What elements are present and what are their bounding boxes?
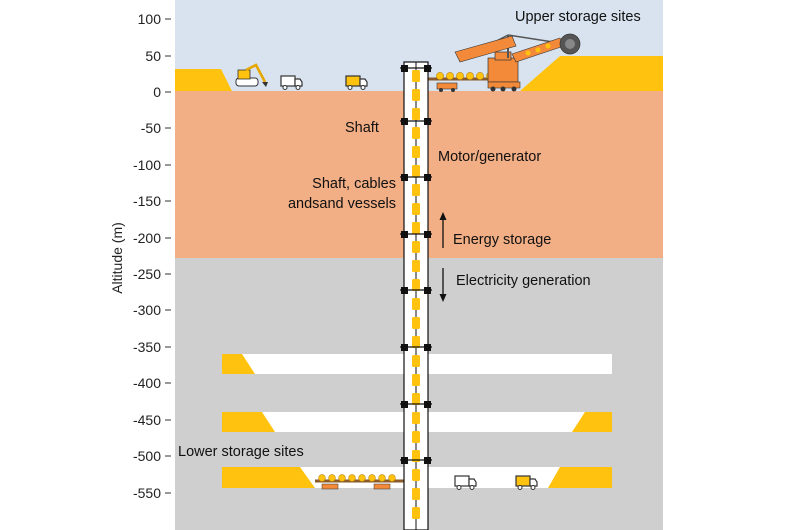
sand-vessel	[412, 241, 420, 253]
label-shaft: Shaft	[345, 120, 379, 136]
axis-title: Altitude (m)	[109, 222, 125, 294]
sand-vessel	[412, 355, 420, 367]
gallery-400-sand	[222, 354, 255, 374]
sand-vessel	[412, 184, 420, 196]
gallery-550-sand-left	[222, 467, 315, 488]
shaft	[400, 61, 432, 530]
sand-vessel	[412, 127, 420, 139]
sand-vessel	[412, 298, 420, 310]
motor-generator-unit	[400, 231, 432, 238]
sand-vessel	[412, 450, 420, 462]
sand-vessel	[412, 336, 420, 348]
label-cables-line1: Shaft, cables	[312, 176, 396, 192]
gallery-450-sand-right	[572, 412, 612, 432]
label-lower-storage-sites: Lower storage sites	[178, 444, 304, 460]
sand-vessel	[412, 260, 420, 272]
motor-generator-unit	[400, 344, 432, 351]
tick-label: -250	[133, 266, 161, 282]
sand-vessel	[412, 431, 420, 443]
sand-vessel	[412, 203, 420, 215]
tick-label: 50	[145, 48, 161, 64]
sand-vessel	[412, 393, 420, 405]
tick-label: 100	[138, 11, 162, 27]
truck-icon	[345, 75, 368, 90]
sand-vessel	[412, 70, 420, 82]
motor-generators	[400, 65, 432, 464]
sand-vessel	[412, 146, 420, 158]
sand-vessels	[412, 70, 420, 519]
label-upper-storage-sites: Upper storage sites	[515, 9, 641, 25]
label-motor-generator: Motor/generator	[438, 149, 541, 165]
tick-label: -200	[133, 230, 161, 246]
motor-generator-unit	[400, 457, 432, 464]
lower-conveyor	[315, 474, 412, 490]
tick-label: -500	[133, 448, 161, 464]
sand-vessel	[412, 165, 420, 177]
truck-icon	[280, 75, 303, 90]
sand-vessel	[412, 488, 420, 500]
truck-icon	[515, 475, 538, 490]
tick-label: -350	[133, 339, 161, 355]
surface-sand-pile-right	[520, 56, 663, 91]
motor-generator-unit	[400, 65, 432, 72]
gallery-450-sand-left	[222, 412, 275, 432]
label-electricity-generation: Electricity generation	[456, 273, 591, 289]
sand-vessel	[412, 108, 420, 120]
bucket-wheel-excavator-icon	[454, 33, 581, 92]
tick-label: -550	[133, 485, 161, 501]
tick-label: -150	[133, 193, 161, 209]
arrow-up-icon	[439, 212, 447, 248]
motor-generator-unit	[400, 118, 432, 125]
motor-generator-unit	[400, 401, 432, 408]
tick-label: 0	[153, 84, 161, 100]
tick-label: -50	[141, 120, 161, 136]
motor-generator-unit	[400, 174, 432, 181]
tick-label: -450	[133, 412, 161, 428]
truck-icon	[454, 475, 477, 490]
sand-vessel	[412, 222, 420, 234]
gallery-550-sand-right	[548, 467, 612, 488]
surface-sand-pile-left	[175, 69, 232, 91]
label-cables-line2: andsand vessels	[288, 196, 396, 212]
sand-vessel	[412, 507, 420, 519]
sand-vessel	[412, 279, 420, 291]
sand-vessel	[412, 469, 420, 481]
altitude-axis: 100 50 0 -50 -100 -150 -200 -250 -300 -3…	[133, 11, 171, 501]
arrow-down-icon	[439, 268, 447, 302]
sand-vessel	[412, 317, 420, 329]
sand-vessel	[412, 412, 420, 424]
sand-vessel	[412, 89, 420, 101]
tick-label: -100	[133, 157, 161, 173]
tick-label: -400	[133, 375, 161, 391]
label-energy-storage: Energy storage	[453, 232, 551, 248]
motor-generator-unit	[400, 287, 432, 294]
excavator-icon	[235, 63, 268, 87]
sand-vessel	[412, 374, 420, 386]
tick-label: -300	[133, 302, 161, 318]
